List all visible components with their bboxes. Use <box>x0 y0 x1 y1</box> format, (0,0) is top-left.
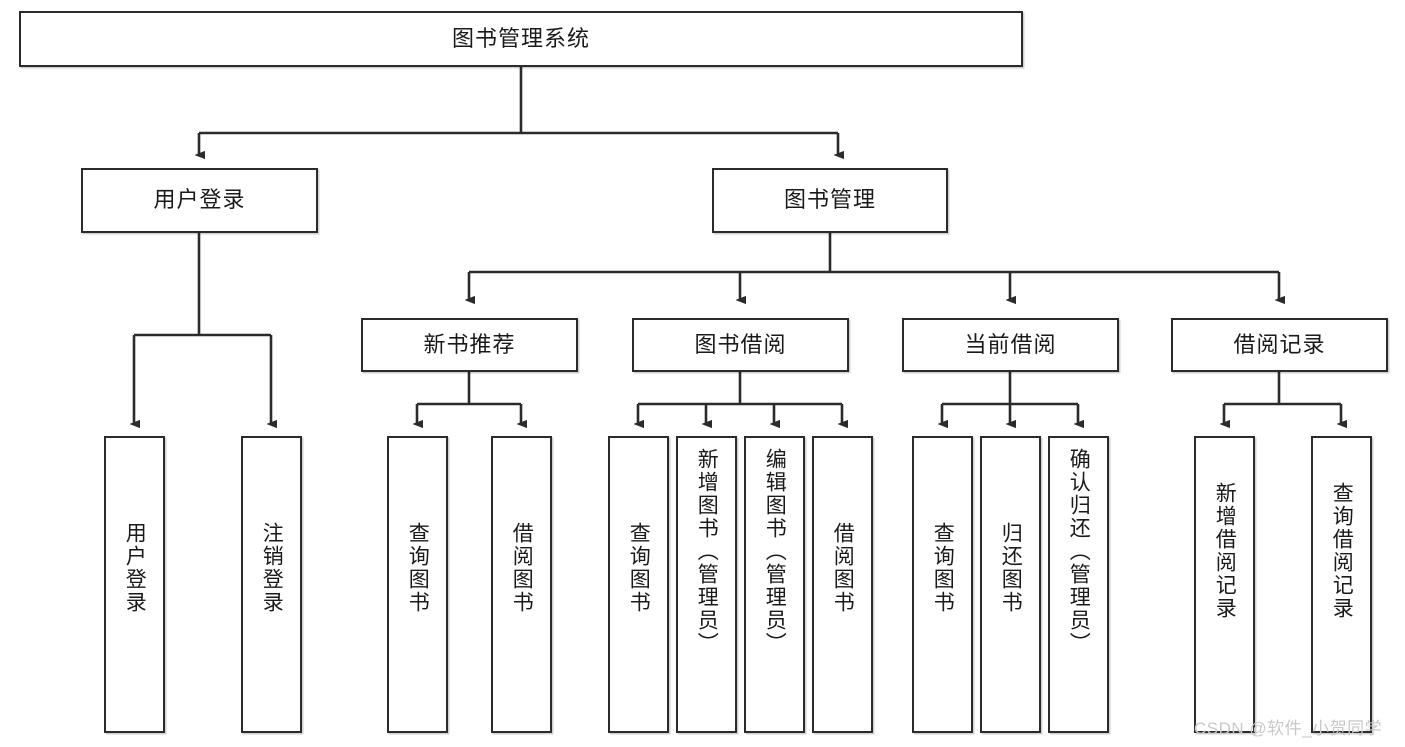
node-book-manage[interactable]: 图书管理 <box>712 168 948 233</box>
node-leaf-borrow-book-2-label: 借阅图书 <box>831 522 855 614</box>
node-leaf-query-record[interactable]: 查询借阅记录 <box>1311 436 1372 733</box>
node-leaf-user-login-label: 用户登录 <box>123 522 147 614</box>
node-leaf-borrow-book-2[interactable]: 借阅图书 <box>812 436 873 733</box>
node-leaf-query-book-1[interactable]: 查询图书 <box>387 436 448 733</box>
node-user-login[interactable]: 用户登录 <box>81 168 318 233</box>
node-borrow-record[interactable]: 借阅记录 <box>1171 318 1388 372</box>
node-leaf-borrow-book-1[interactable]: 借阅图书 <box>491 436 552 733</box>
node-leaf-logout[interactable]: 注销登录 <box>241 436 302 733</box>
node-leaf-return-book-label: 归还图书 <box>999 522 1023 614</box>
node-root-label: 图书管理系统 <box>451 25 590 51</box>
node-new-book-rec[interactable]: 新书推荐 <box>361 318 578 372</box>
node-leaf-user-login[interactable]: 用户登录 <box>104 436 165 733</box>
node-current-borrow-label: 当前借阅 <box>964 331 1057 357</box>
node-leaf-confirm-return[interactable]: 确认归还（管理员） <box>1048 436 1109 733</box>
node-leaf-edit-book[interactable]: 编辑图书（管理员） <box>744 436 805 733</box>
node-book-manage-label: 图书管理 <box>783 187 876 213</box>
node-leaf-query-book-2-label: 查询图书 <box>627 522 651 614</box>
node-leaf-query-book-3-label: 查询图书 <box>931 522 955 614</box>
node-leaf-add-record-label: 新增借阅记录 <box>1213 482 1237 620</box>
node-root[interactable]: 图书管理系统 <box>19 11 1023 67</box>
node-leaf-logout-label: 注销登录 <box>260 522 284 614</box>
node-user-login-label: 用户登录 <box>153 187 246 213</box>
node-leaf-add-book[interactable]: 新增图书（管理员） <box>676 436 737 733</box>
node-leaf-query-book-2[interactable]: 查询图书 <box>608 436 669 733</box>
node-leaf-query-book-3[interactable]: 查询图书 <box>912 436 973 733</box>
node-leaf-return-book[interactable]: 归还图书 <box>980 436 1041 733</box>
node-leaf-query-record-label: 查询借阅记录 <box>1330 482 1354 620</box>
node-leaf-query-book-1-label: 查询图书 <box>406 522 430 614</box>
node-book-borrow[interactable]: 图书借阅 <box>632 318 849 372</box>
node-book-borrow-label: 图书借阅 <box>694 331 787 357</box>
node-leaf-confirm-return-label: 确认归还（管理员） <box>1067 448 1091 655</box>
node-leaf-borrow-book-1-label: 借阅图书 <box>510 522 534 614</box>
node-leaf-edit-book-label: 编辑图书（管理员） <box>763 448 787 655</box>
node-new-book-rec-label: 新书推荐 <box>423 331 516 357</box>
watermark-text: CSDN @软件_小贺同学 <box>1194 719 1383 738</box>
node-borrow-record-label: 借阅记录 <box>1233 331 1326 357</box>
node-current-borrow[interactable]: 当前借阅 <box>902 318 1119 372</box>
node-leaf-add-book-label: 新增图书（管理员） <box>695 448 719 655</box>
node-leaf-add-record[interactable]: 新增借阅记录 <box>1194 436 1255 733</box>
